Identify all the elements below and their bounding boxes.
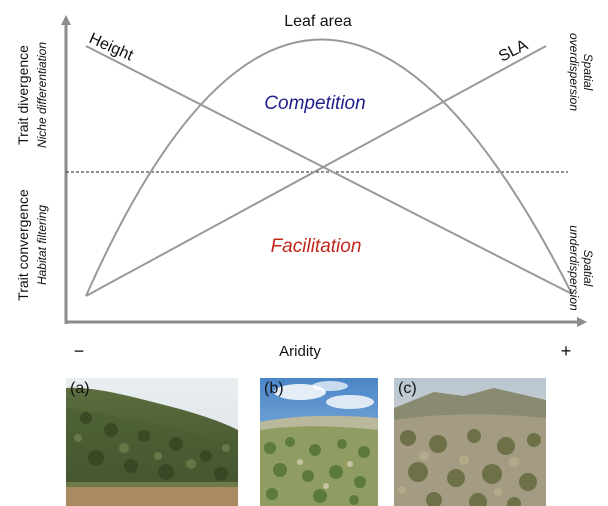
trait-divergence-label: Trait divergence <box>15 45 31 145</box>
spatial-overdispersion-line2: overdispersion <box>567 33 581 111</box>
habitat-filtering-label: Habitat filtering <box>35 205 49 285</box>
spatial-overdispersion-line1: Spatial <box>581 54 595 91</box>
height-line <box>85 45 573 295</box>
landscape-photo-icon <box>66 378 238 506</box>
spatial-underdispersion-line1: Spatial <box>581 250 595 287</box>
leaf-area-label: Leaf area <box>284 13 352 30</box>
landscape-photo-icon <box>394 378 546 506</box>
spatial-underdispersion-line2: underdispersion <box>567 225 581 311</box>
aridity-low-sign: − <box>74 341 85 360</box>
aridity-high-sign: + <box>561 341 572 360</box>
photo-a: (a) <box>66 378 238 506</box>
trait-convergence-label: Trait convergence <box>15 189 31 301</box>
leaf-area-curve <box>85 38 573 297</box>
competition-label: Competition <box>264 93 365 114</box>
photo-a-label: (a) <box>70 380 90 397</box>
photo-c-label: (c) <box>398 380 417 397</box>
sla-line <box>85 45 547 297</box>
facilitation-label: Facilitation <box>271 236 362 257</box>
niche-differentiation-label: Niche differentiation <box>35 42 49 148</box>
sla-label: SLA <box>496 37 531 66</box>
landscape-photo-icon <box>260 378 378 506</box>
aridity-label: Aridity <box>279 343 321 360</box>
photo-b: (b) <box>260 378 378 506</box>
photo-b-label: (b) <box>264 380 284 397</box>
conceptual-diagram: Height Leaf area SLA Competition Facilit… <box>15 13 595 360</box>
photo-c: (c) <box>394 378 546 506</box>
